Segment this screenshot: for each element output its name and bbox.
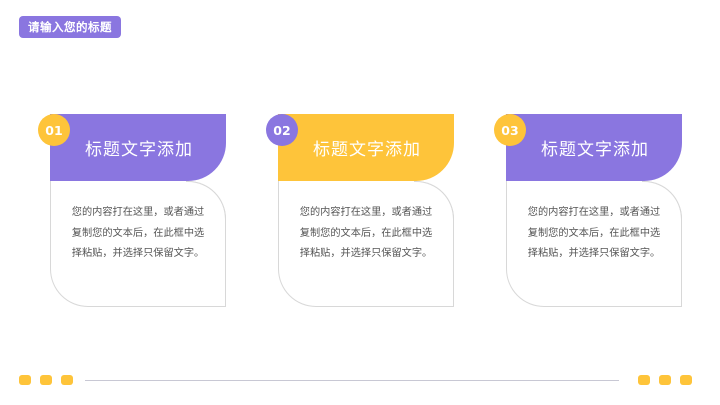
square-dot-icon [40, 375, 52, 385]
slide-title-tag[interactable]: 请输入您的标题 [19, 16, 121, 38]
number-badge: 01 [38, 114, 70, 146]
left-dot-decoration [19, 375, 73, 385]
card-title[interactable]: 标题文字添加 [541, 140, 649, 160]
card-body-text[interactable]: 您的内容打在这里，或者通过复制您的文本后，在此框中选择粘贴，并选择只保留文字。 [71, 207, 205, 259]
card-title[interactable]: 标题文字添加 [313, 140, 421, 160]
card-body-text[interactable]: 您的内容打在这里，或者通过复制您的文本后，在此框中选择粘贴，并选择只保留文字。 [527, 207, 661, 259]
right-dot-decoration [638, 375, 692, 385]
square-dot-icon [680, 375, 692, 385]
card-title[interactable]: 标题文字添加 [85, 140, 193, 160]
step-card-2[interactable]: 02 标题文字添加 您的内容打在这里，或者通过复制您的文本后，在此框中选择粘贴，… [266, 114, 456, 308]
card-header: 标题文字添加 [506, 114, 682, 181]
square-dot-icon [19, 375, 31, 385]
step-card-1[interactable]: 01 标题文字添加 您的内容打在这里，或者通过复制您的文本后，在此框中选择粘贴，… [38, 114, 228, 308]
card-body: 您的内容打在这里，或者通过复制您的文本后，在此框中选择粘贴，并选择只保留文字。 [278, 181, 454, 307]
number-badge: 02 [266, 114, 298, 146]
card-body: 您的内容打在这里，或者通过复制您的文本后，在此框中选择粘贴，并选择只保留文字。 [50, 181, 226, 307]
card-header: 标题文字添加 [50, 114, 226, 181]
square-dot-icon [659, 375, 671, 385]
step-card-3[interactable]: 03 标题文字添加 您的内容打在这里，或者通过复制您的文本后，在此框中选择粘贴，… [494, 114, 684, 308]
square-dot-icon [61, 375, 73, 385]
footer-divider-line [85, 380, 619, 381]
card-body: 您的内容打在这里，或者通过复制您的文本后，在此框中选择粘贴，并选择只保留文字。 [506, 181, 682, 307]
number-badge: 03 [494, 114, 526, 146]
card-header: 标题文字添加 [278, 114, 454, 181]
square-dot-icon [638, 375, 650, 385]
card-body-text[interactable]: 您的内容打在这里，或者通过复制您的文本后，在此框中选择粘贴，并选择只保留文字。 [299, 207, 433, 259]
